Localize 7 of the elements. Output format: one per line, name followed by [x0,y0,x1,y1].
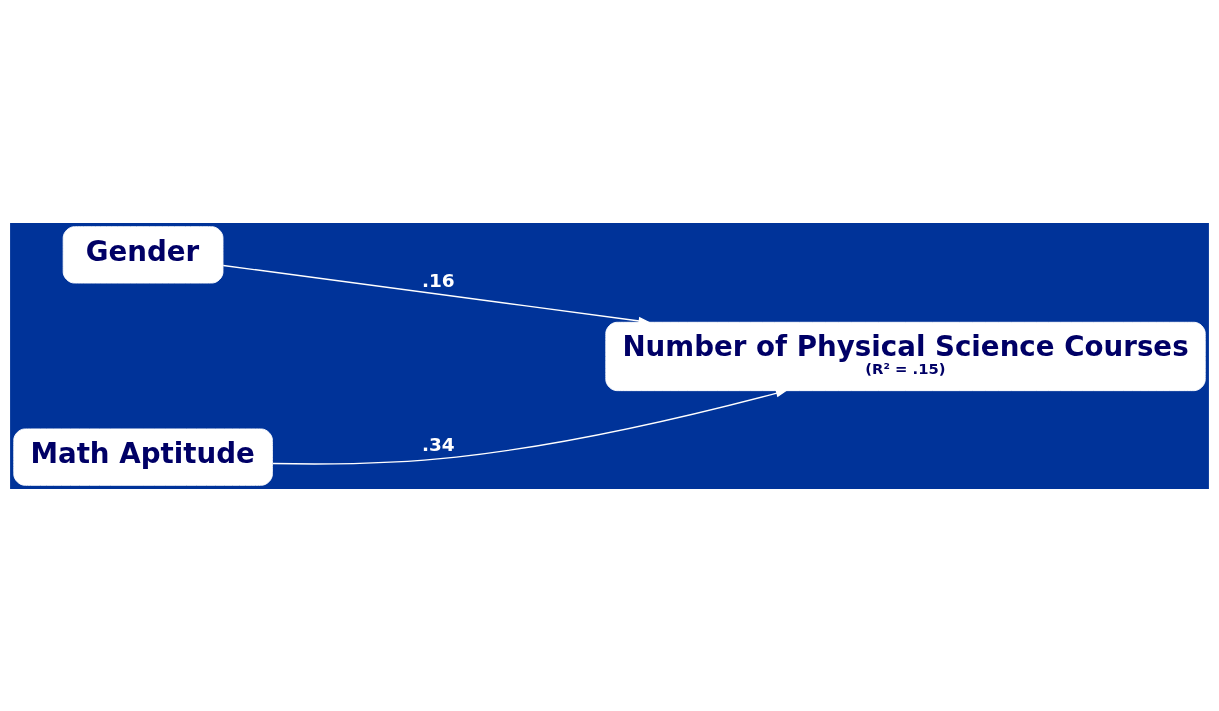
arrow [272,388,788,465]
edge-label: .16 [422,269,455,291]
node-box: Math Aptitude [13,428,273,486]
edge-label: .34 [422,433,455,455]
node-box: Number of Physical Science Courses (R² = .15) [605,321,1206,391]
node-box: Gender [62,225,224,283]
arrow [222,264,651,325]
